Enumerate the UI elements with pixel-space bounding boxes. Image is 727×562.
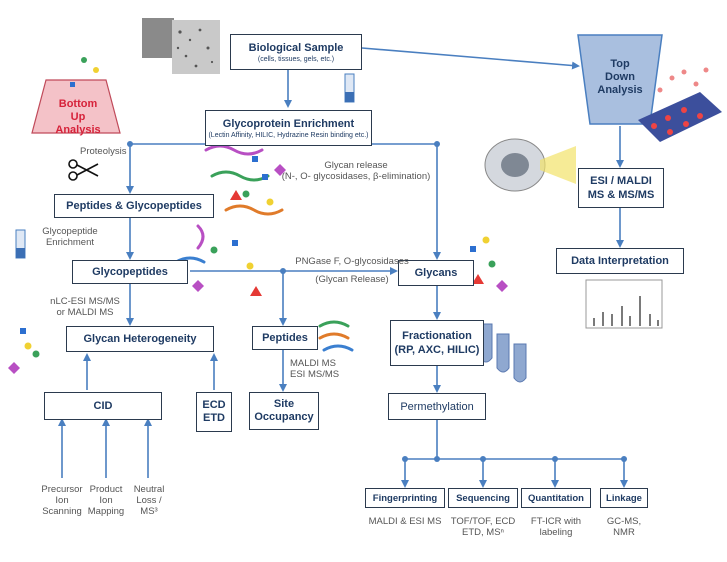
pngase-label: PNGase F, O-glycosidases bbox=[295, 256, 409, 267]
fingerprinting-method-label: MALDI & ESI MS bbox=[368, 516, 442, 527]
glycan-heterogeneity-box: Glycan Heterogeneity bbox=[66, 326, 214, 352]
cid-box: CID bbox=[44, 392, 162, 420]
sequencing-box: Sequencing bbox=[448, 488, 518, 508]
nlc-esi-label: nLC-ESI MS/MS or MALDI MS bbox=[50, 296, 120, 318]
proteolysis-label: Proteolysis bbox=[80, 146, 127, 157]
fingerprinting-box: Fingerprinting bbox=[365, 488, 445, 508]
glycopeptides-box: Glycopeptides bbox=[72, 260, 188, 284]
peptides-glycopeptides-box: Peptides & Glycopeptides bbox=[54, 194, 214, 218]
quantitation-box: Quantitation bbox=[521, 488, 591, 508]
glycoprotein-enrichment-box: Glycoprotein Enrichment (Lectin Affinity… bbox=[205, 110, 372, 146]
linkage-box: Linkage bbox=[600, 488, 648, 508]
peptides-box: Peptides bbox=[252, 326, 318, 350]
maldi-esi-label: MALDI MS ESI MS/MS bbox=[290, 358, 340, 380]
scissors-icon bbox=[68, 159, 99, 181]
bottom-up-funnel bbox=[31, 79, 121, 134]
glycopeptide-enrichment-label: Glycopeptide Enrichment bbox=[42, 226, 98, 248]
glycans-box: Glycans bbox=[398, 260, 474, 286]
linkage-method-label: GC-MS,NMR bbox=[606, 516, 642, 538]
esi-maldi-box: ESI / MALDI MS & MS/MS bbox=[578, 168, 664, 208]
glycan-release-sub-label: (Glycan Release) bbox=[315, 274, 389, 285]
site-occupancy-box: Site Occupancy bbox=[249, 392, 319, 430]
glycan-release-label: Glycan release (N-, O- glycosidases, β-e… bbox=[281, 160, 431, 182]
data-interpretation-box: Data Interpretation bbox=[556, 248, 684, 274]
biological-sample-box: Biological Sample (cells, tissues, gels,… bbox=[230, 34, 362, 70]
fractionation-box: Fractionation (RP, AXC, HILIC) bbox=[390, 320, 484, 366]
permethylation-box: Permethylation bbox=[388, 393, 486, 420]
ecd-etd-box: ECD ETD bbox=[196, 392, 232, 432]
